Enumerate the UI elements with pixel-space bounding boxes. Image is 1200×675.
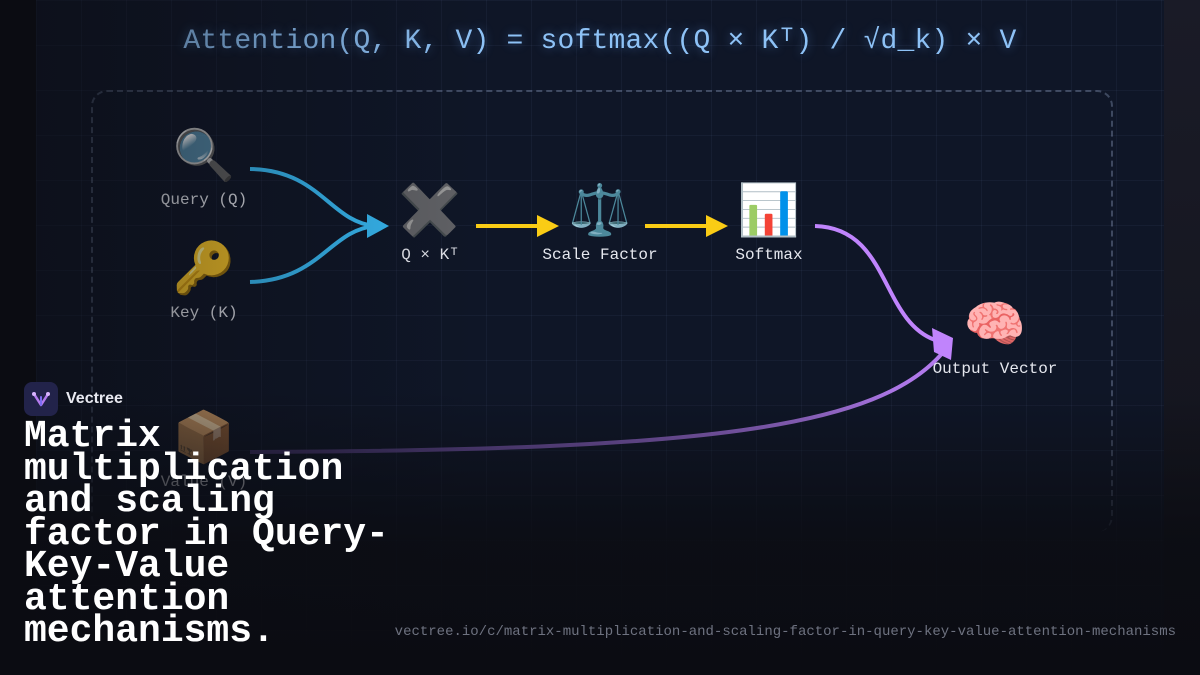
node-scale: ⚖️ Scale Factor [510, 180, 690, 264]
node-output: 🧠 Output Vector [905, 294, 1085, 378]
magnifier-icon: 🔍 [172, 126, 236, 184]
multiply-icon: ✖️ [398, 181, 462, 239]
key-icon: 🔑 [172, 239, 236, 297]
node-query: 🔍 Query (Q) [114, 125, 294, 209]
balance-scale-icon: ⚖️ [568, 181, 632, 239]
node-query-label: Query (Q) [160, 191, 248, 209]
node-key: 🔑 Key (K) [114, 238, 294, 322]
vectree-logo-icon [24, 382, 58, 416]
node-qk: ✖️ Q × Kᵀ [340, 180, 520, 264]
brand-name: Vectree [66, 390, 123, 407]
page-title: Matrix multiplication and scaling factor… [24, 415, 389, 653]
brain-icon: 🧠 [963, 295, 1027, 353]
node-key-label: Key (K) [170, 304, 238, 322]
node-softmax: 📊 Softmax [679, 180, 859, 264]
bar-chart-icon: 📊 [737, 181, 801, 239]
source-url: vectree.io/c/matrix-multiplication-and-s… [394, 624, 1176, 640]
brand: Vectree [24, 382, 123, 416]
node-qk-label: Q × Kᵀ [401, 246, 459, 264]
node-scale-label: Scale Factor [542, 246, 658, 264]
node-output-label: Output Vector [932, 360, 1058, 378]
node-softmax-label: Softmax [735, 246, 803, 264]
